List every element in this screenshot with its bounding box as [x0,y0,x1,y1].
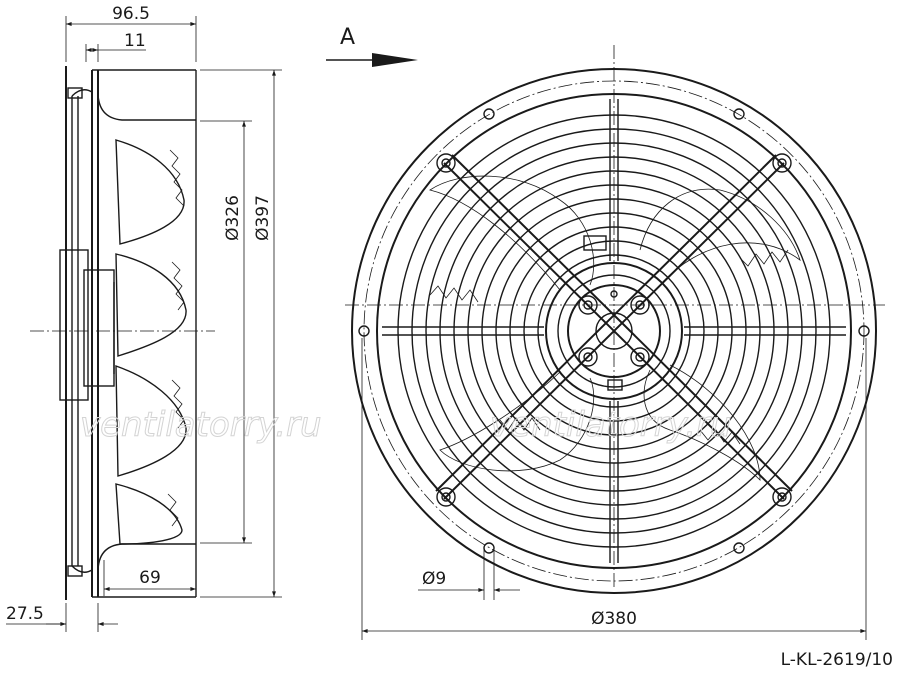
dim-label-69: 69 [139,568,161,588]
mounting-flange [91,69,197,598]
guard-rim [376,93,852,569]
side-view: 96.5 11 Ø326 Ø397 69 [6,4,282,632]
guard-ring [397,114,831,548]
guard-radial-wires [382,99,846,563]
dim-label-9: Ø9 [422,569,446,589]
drawing-code: L-KL-2619/10 [781,650,893,670]
dim-flange-offset: 11 [85,31,146,62]
guard-ring [537,254,691,408]
front-view: Ø9 Ø380 [345,45,885,640]
dim-blade-diameter: Ø326 [200,120,252,544]
dim-mount-diameter: Ø380 [361,338,867,640]
dim-hole-diameter: Ø9 [418,548,520,600]
dim-guard-diameter: Ø397 [200,69,282,598]
guard-ring [467,184,761,478]
view-marker-label: A [340,25,355,50]
mount-hole-circle [363,80,865,582]
dim-label-397: Ø397 [253,195,273,241]
guard-ring [495,212,733,450]
fan-blade-side [115,139,187,545]
watermark-left: ventilatorry.ru [80,405,322,445]
dim-overall-depth: 96.5 [65,4,197,62]
venturi-ring [97,91,197,573]
outer-plate [351,68,877,594]
guard-ring [453,170,775,492]
guard-ring [425,142,803,520]
mounting-holes [358,108,870,554]
guard-grille [59,66,93,600]
guard-ring [411,128,817,534]
dim-label-96-5: 96.5 [112,4,150,24]
dim-bottom-offset: 27.5 [6,603,118,632]
dim-label-11: 11 [124,31,146,51]
dim-label-380: Ø380 [591,609,637,629]
view-direction-a: A [326,25,418,67]
view-arrow-head [372,53,418,67]
dim-label-326: Ø326 [223,195,243,241]
watermark-right: ventilatorry.ru [490,405,732,445]
guard-rings [397,114,831,548]
guard-ring [523,240,705,422]
motor-block [83,269,115,387]
dim-label-27-5: 27.5 [6,604,44,624]
motor-hub [545,235,683,400]
guard-ring [481,198,747,464]
dim-motor-depth: 69 [103,560,196,596]
strut-bolts [436,153,792,507]
guard-ring [439,156,789,506]
guard-cross-struts [435,154,793,500]
guard-ring [509,226,719,436]
